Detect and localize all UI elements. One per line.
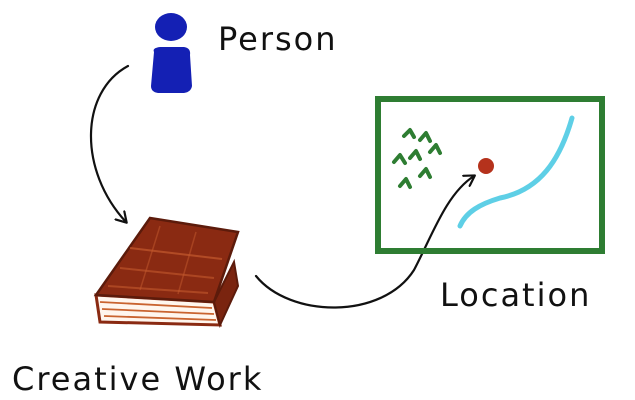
book-icon	[96, 218, 238, 325]
creative-work-label: Creative Work	[12, 360, 263, 398]
map-icon	[378, 99, 602, 251]
person-icon	[151, 13, 192, 93]
river	[460, 118, 572, 226]
location-label: Location	[440, 276, 591, 314]
arrow-person-to-creative-work	[91, 66, 128, 222]
person-label: Person	[218, 20, 338, 58]
location-pin	[478, 158, 494, 174]
tree-icons	[394, 130, 440, 187]
